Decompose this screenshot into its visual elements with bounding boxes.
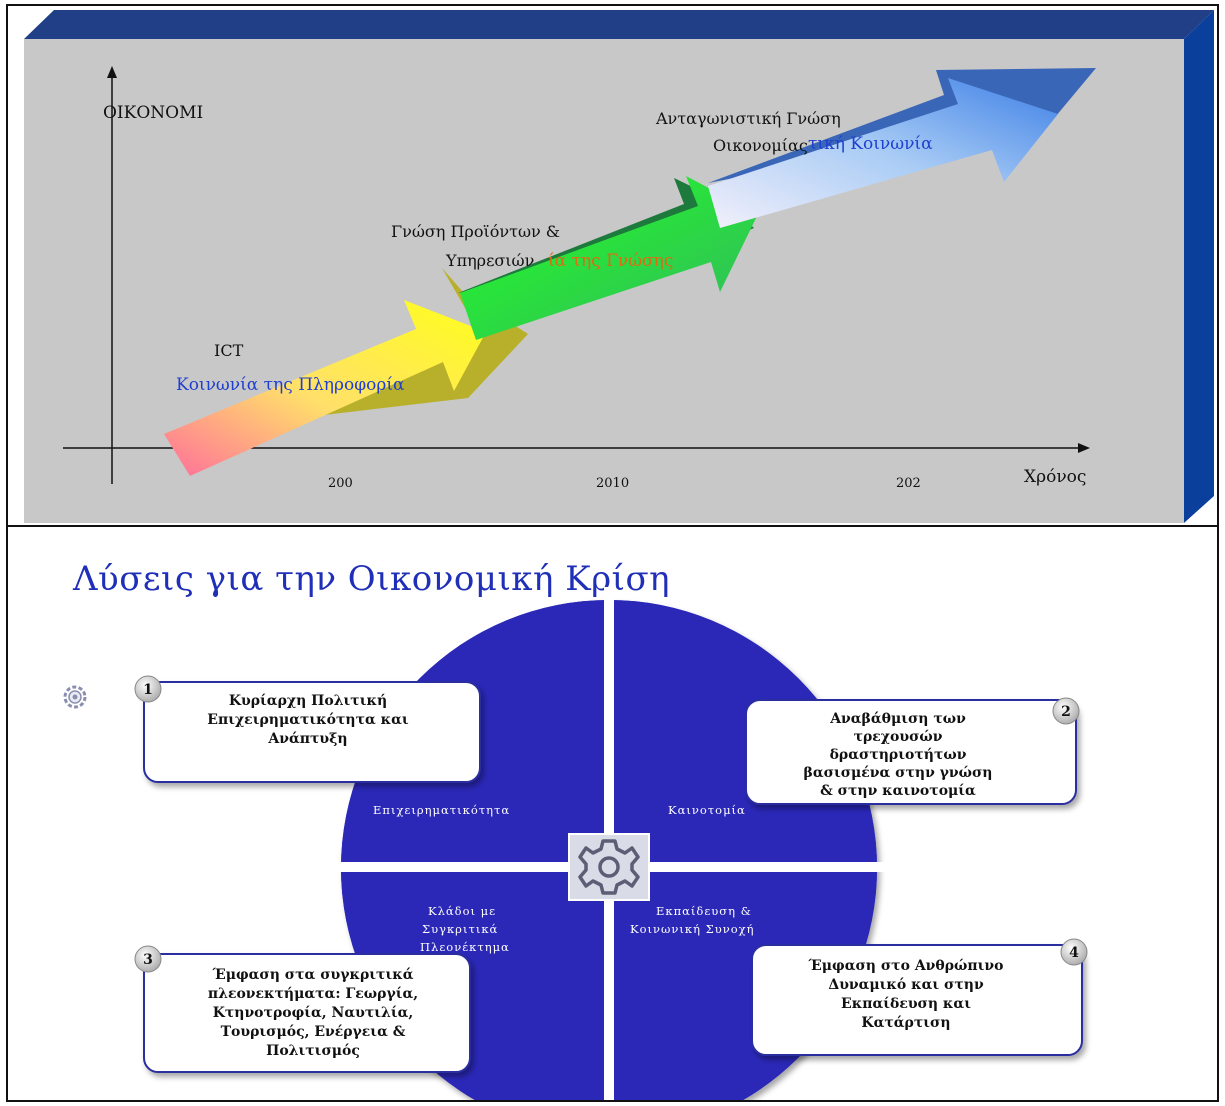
stage-1-label: ICT [214,341,244,360]
y-axis-label: ΟΙΚΟΝΟΜΙ [103,103,203,123]
arrow-3-competitive-society [708,78,1058,228]
svg-text:πλεονεκτήματα: Γεωργία,: πλεονεκτήματα: Γεωργία, [208,985,418,1002]
gear-icon [63,685,87,709]
svg-text:Επιχειρηματικότητα και: Επιχειρηματικότητα και [207,712,409,728]
arrow-2-shadow [458,178,754,293]
svg-text:Ανάπτυξη: Ανάπτυξη [267,731,347,747]
svg-text:Έμφαση στο Ανθρώπινο: Έμφαση στο Ανθρώπινο [808,958,1004,974]
stage-2-caption: ία της Γνώσης [548,251,673,271]
callout-2: Αναβάθμιση των τρεχουσών δραστηριοτήτων … [745,697,1080,805]
callout-4-badge [1060,938,1088,966]
stage-2-label-line2: Υπηρεσιών [445,251,534,270]
callout-1: Κυρίαρχη Πολιτική Επιχειρηματικότητα και… [134,675,481,783]
stage-3-caption: τική Κοινωνία [808,134,933,154]
x-tick-label: 202 [896,476,921,491]
slab-side-face [1184,10,1214,523]
callout-3-badge [134,945,162,973]
callout-3: Έμφαση στα συγκριτικά πλεονεκτήματα: Γεω… [134,945,471,1073]
arrow-1-shadow [164,268,528,434]
svg-text:δραστηριοτήτων: δραστηριοτήτων [830,747,967,763]
economy-evolution-panel: ΟΙΚΟΝΟΜΙ Χρόνος 200 2010 202 ICT Κοινωνί… [6,4,1219,527]
svg-text:Κλάδοι με: Κλάδοι με [428,904,496,918]
x-axis-label: Χρόνος [1024,467,1086,487]
callout-4: Έμφαση στο Ανθρώπινο Δυναμικό και στην Ε… [751,938,1088,1056]
y-axis-arrowhead [107,66,117,78]
svg-text:Κτηνοτροφία, Ναυτιλία,: Κτηνοτροφία, Ναυτιλία, [213,1004,414,1021]
svg-text:Αναβάθμιση των: Αναβάθμιση των [829,711,966,727]
svg-text:Εκπαίδευση και: Εκπαίδευση και [841,995,971,1012]
arrow-2-knowledge-society [460,176,758,340]
svg-text:& στην καινοτομία: & στην καινοτομία [820,782,976,799]
svg-text:Κοινωνική Συνοχή: Κοινωνική Συνοχή [630,922,755,936]
svg-text:Κυρίαρχη Πολιτική: Κυρίαρχη Πολιτική [229,692,387,709]
stage-1-caption: Κοινωνία της Πληροφορία [176,375,405,395]
stage-2-label-line1: Γνώση Προϊόντων & [391,222,560,241]
callout-2-number: 2 [1061,704,1071,720]
callout-2-badge [1052,697,1080,725]
crisis-solutions-panel: Λύσεις για την Οικονομική Κρίση [6,525,1219,1102]
x-axis-arrowhead [1078,443,1090,453]
callout-3-number: 3 [143,952,153,968]
svg-text:Συγκριτικά: Συγκριτικά [422,922,498,936]
arrow-1-information-society [164,300,486,476]
svg-text:Έμφαση στα συγκριτικά: Έμφαση στα συγκριτικά [211,967,413,983]
quadrant-entrepreneurship: Επιχειρηματικότητα [373,803,510,817]
callout-1-badge [134,675,162,703]
callout-4-number: 4 [1069,945,1079,961]
svg-text:Δυναμικό και στην: Δυναμικό και στην [828,977,984,993]
quadrant-innovation: Καινοτομία [668,803,746,817]
stage-3-label-line2: Οικονομίας [713,136,808,155]
x-tick-label: 200 [328,476,353,491]
center-gear-icon [568,833,650,901]
svg-text:Πλεονέκτημα: Πλεονέκτημα [420,940,510,954]
x-tick-label: 2010 [596,476,629,491]
stage-3-label-line1: Ανταγωνιστική Γνώση [655,109,841,128]
slab-top-face [24,10,1214,39]
svg-text:Εκπαίδευση &: Εκπαίδευση & [656,904,752,918]
svg-text:τρεχουσών: τρεχουσών [854,729,943,745]
solutions-diagram: Επιχειρηματικότητα Καινοτομία Κλάδοι με … [63,587,1088,1100]
slide-title: Λύσεις για την Οικονομική Κρίση [73,559,671,599]
economy-evolution-diagram: ΟΙΚΟΝΟΜΙ Χρόνος 200 2010 202 ICT Κοινωνί… [24,10,1214,523]
svg-text:Πολιτισμός: Πολιτισμός [266,1043,360,1059]
callout-1-number: 1 [143,682,153,698]
svg-text:βασισμένα στην γνώση: βασισμένα στην γνώση [804,765,993,781]
svg-text:Κατάρτιση: Κατάρτιση [861,1015,950,1031]
quadrant-education-cohesion: Εκπαίδευση & Κοινωνική Συνοχή [630,904,755,936]
quadrant-competitive-sectors: Κλάδοι με Συγκριτικά Πλεονέκτημα [420,904,510,954]
svg-text:Τουρισμός, Ενέργεια &: Τουρισμός, Ενέργεια & [221,1024,406,1040]
